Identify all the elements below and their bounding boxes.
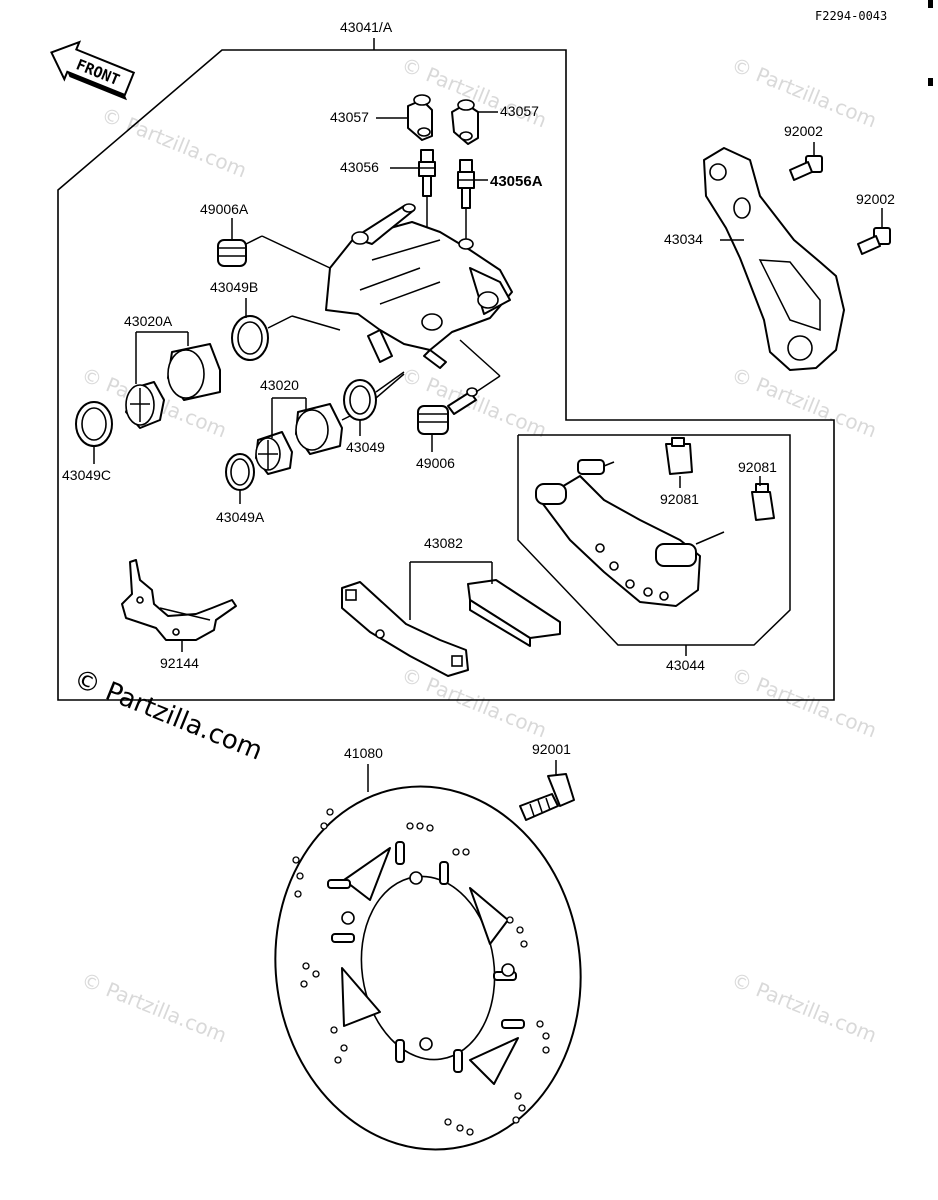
label-piston-a: 43020A <box>124 313 173 329</box>
label-caliper-assembly: 43041/A <box>340 19 393 35</box>
watermark: © Partzilla.com <box>728 662 880 742</box>
copyright-text: © Partzilla.com <box>69 664 266 767</box>
boot-icon <box>417 387 478 435</box>
front-arrow-icon: FRONT <box>50 40 136 101</box>
brake-disc-icon <box>274 785 582 1151</box>
label-clip-right: 92081 <box>738 459 777 475</box>
disc-bolt-icon <box>519 773 575 821</box>
piston-icon <box>255 403 343 475</box>
seal-c-icon <box>75 401 113 447</box>
label-bolt-upper: 92002 <box>784 123 823 139</box>
label-brake-pads: 43082 <box>424 535 463 551</box>
pad-holder-outline <box>517 434 791 646</box>
seal-icon <box>343 379 377 421</box>
watermark: © Partzilla.com <box>728 52 880 132</box>
caliper-bracket-icon <box>703 147 845 371</box>
boot-a-icon <box>217 239 247 267</box>
label-bleeder-cap-left: 43057 <box>330 109 369 125</box>
label-piston: 43020 <box>260 377 299 393</box>
bolt-upper-icon <box>789 155 823 181</box>
label-pad-holder: 43044 <box>666 657 705 673</box>
label-clip-upper: 92081 <box>660 491 699 507</box>
label-bleeder-valve-a: 43056A <box>490 173 543 190</box>
bleeder-cap-left-icon <box>407 94 433 141</box>
watermark: © Partzilla.com <box>98 102 250 182</box>
seal-a-icon <box>225 453 255 491</box>
bleeder-cap-right-icon <box>451 99 479 145</box>
spring-icon <box>121 559 237 641</box>
label-seal-a: 43049A <box>216 509 265 525</box>
piston-a-icon <box>125 343 221 429</box>
watermark: © Partzilla.com <box>398 662 550 742</box>
pad-holder-icon <box>535 459 725 607</box>
caliper-body-icon <box>325 203 513 369</box>
bolt-lower-icon <box>857 227 891 255</box>
label-seal: 43049 <box>346 439 385 455</box>
label-caliper-bracket: 43034 <box>664 231 703 247</box>
label-bolt-lower: 92002 <box>856 191 895 207</box>
label-boot: 49006 <box>416 455 455 471</box>
label-spring: 92144 <box>160 655 199 671</box>
clip-upper-icon <box>665 437 693 475</box>
watermark: © Partzilla.com <box>78 967 230 1047</box>
reference-code: F2294-0043 <box>815 9 887 23</box>
bleeder-valve-icon <box>418 149 436 197</box>
seal-b-icon <box>231 315 269 361</box>
clip-right-icon <box>751 483 775 521</box>
label-seal-b: 43049B <box>210 279 258 295</box>
label-bleeder-valve: 43056 <box>340 159 379 175</box>
label-disc: 41080 <box>344 745 383 761</box>
watermark: © Partzilla.com <box>728 362 880 442</box>
brake-pads-icon <box>341 579 561 677</box>
bleeder-valve-a-icon <box>457 159 475 209</box>
label-bleeder-cap-right: 43057 <box>500 103 539 119</box>
label-seal-c: 43049C <box>62 467 111 483</box>
watermark: © Partzilla.com <box>728 967 880 1047</box>
label-boot-a: 49006A <box>200 201 249 217</box>
label-disc-bolt: 92001 <box>532 741 571 757</box>
caliper-assembly-outline <box>57 49 835 701</box>
